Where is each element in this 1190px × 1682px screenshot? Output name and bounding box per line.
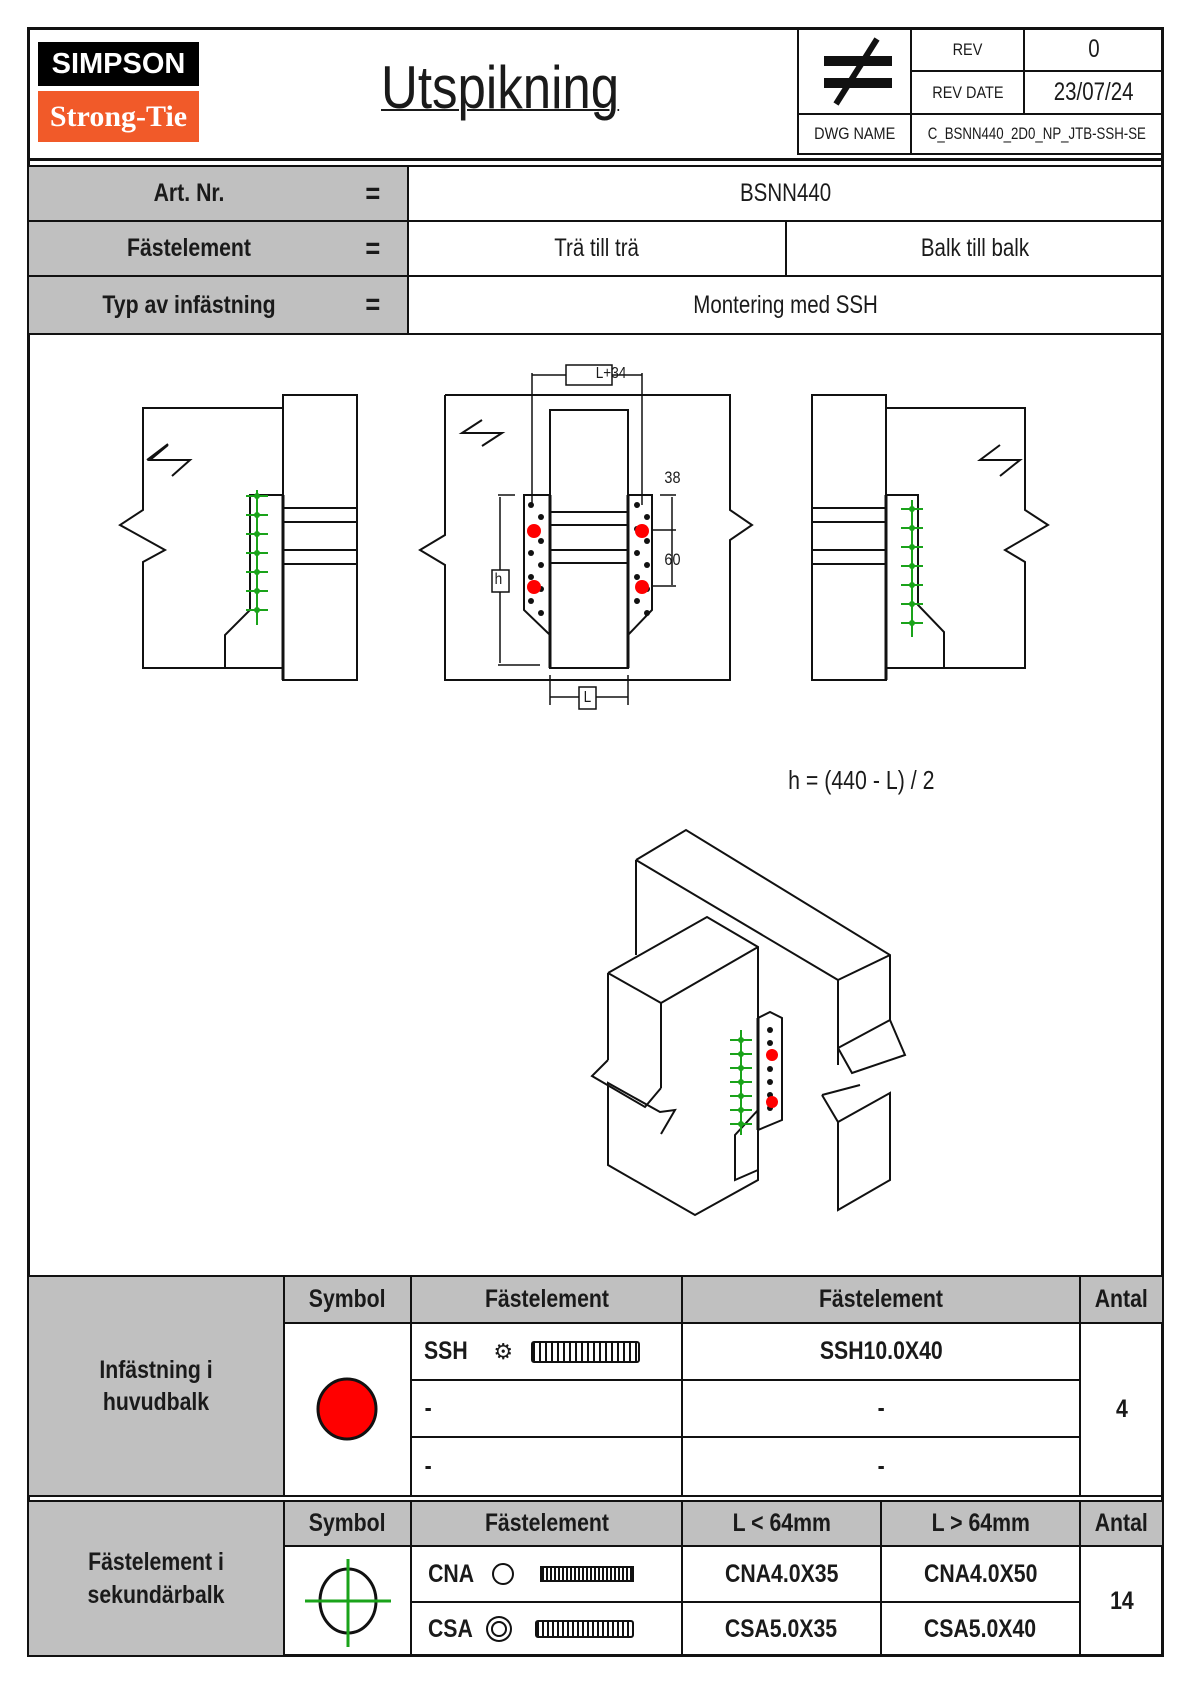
info-value-typ: Montering med SSH bbox=[407, 275, 1164, 335]
sec-row-1-short: CNA4.0X35 bbox=[681, 1545, 882, 1603]
main-row-1-spec: SSH10.0X40 bbox=[681, 1322, 1081, 1381]
main-row-3-spec: - bbox=[681, 1436, 1081, 1497]
screw-head-icon bbox=[490, 1621, 507, 1637]
sec-header-fastelement: Fästelement bbox=[410, 1500, 683, 1547]
main-row-2-spec: - bbox=[681, 1379, 1081, 1438]
dim-38: 38 bbox=[664, 468, 681, 487]
main-row-3-type: - bbox=[410, 1436, 683, 1497]
technical-drawing: L+34 h L 38 60 h = (440 - L) / 2 bbox=[27, 335, 1164, 1275]
dim-l: L bbox=[583, 689, 592, 706]
sec-row-2-long: CSA5.0X40 bbox=[880, 1601, 1081, 1657]
info-value-balk-till-balk: Balk till balk bbox=[785, 220, 1164, 277]
rev-date-label: REV DATE bbox=[910, 70, 1025, 115]
green-crosshair-symbol-icon bbox=[305, 1559, 391, 1647]
sec-symbol-cell bbox=[283, 1545, 412, 1657]
dwg-name-label: DWG NAME bbox=[797, 113, 912, 155]
main-beam-row-label: Infästning i huvudbalk bbox=[27, 1275, 285, 1497]
main-header-fastelement: Fästelement bbox=[410, 1275, 683, 1324]
info-label-fastelement: Fästelement = bbox=[27, 220, 409, 277]
info-value-tra-till-tra: Trä till trä bbox=[407, 220, 787, 277]
main-row-1-type: SSH ⚙ bbox=[410, 1322, 683, 1381]
equals-sign: = bbox=[365, 288, 381, 321]
page-title-text: Utspikning bbox=[380, 54, 620, 121]
ssh-screw-icon bbox=[531, 1340, 641, 1363]
main-header-symbol: Symbol bbox=[283, 1275, 412, 1324]
main-count: 4 bbox=[1079, 1322, 1164, 1497]
info-value-art-nr: BSNN440 bbox=[407, 165, 1164, 222]
cna-nail-icon bbox=[540, 1566, 635, 1582]
csa-screw-icon bbox=[534, 1620, 634, 1638]
info-label-art-nr: Art. Nr. = bbox=[27, 165, 409, 222]
main-header-fastelement-spec: Fästelement bbox=[681, 1275, 1081, 1324]
header-divider bbox=[27, 158, 1164, 162]
sec-row-1-type: CNA bbox=[410, 1545, 683, 1603]
equals-sign: = bbox=[365, 231, 381, 265]
sec-header-antal: Antal bbox=[1079, 1500, 1164, 1547]
main-row-2-type: - bbox=[410, 1379, 683, 1438]
revision-symbol-cell bbox=[797, 27, 912, 115]
dim-60: 60 bbox=[664, 550, 681, 569]
logo-simpson: SIMPSON bbox=[38, 42, 199, 86]
sec-header-short: L < 64mm bbox=[681, 1500, 882, 1547]
dim-l-plus-34: L+34 bbox=[595, 365, 627, 382]
simpson-logo: SIMPSON Strong-Tie bbox=[38, 42, 199, 142]
secondary-beam-row-label: Fästelement i sekundärbalk bbox=[27, 1500, 285, 1657]
sec-row-1-long: CNA4.0X50 bbox=[880, 1545, 1081, 1603]
not-equal-icon bbox=[824, 37, 892, 106]
isometric-view bbox=[590, 828, 907, 1217]
rev-label: REV bbox=[910, 27, 1025, 72]
side-view-right bbox=[811, 394, 1050, 681]
sec-row-2-short: CSA5.0X35 bbox=[681, 1601, 882, 1657]
hex-head-icon: ⚙ bbox=[493, 1338, 514, 1364]
dim-h: h bbox=[494, 571, 503, 588]
sec-row-2-type: CSA bbox=[410, 1601, 683, 1657]
sec-header-long: L > 64mm bbox=[880, 1500, 1081, 1547]
main-header-antal: Antal bbox=[1079, 1275, 1164, 1324]
info-label-typ: Typ av infästning = bbox=[27, 275, 409, 335]
sec-count: 14 bbox=[1079, 1545, 1164, 1657]
equals-sign: = bbox=[365, 176, 381, 210]
front-view bbox=[418, 364, 754, 710]
page-title: Utspikning bbox=[330, 50, 670, 125]
main-symbol-cell bbox=[283, 1322, 412, 1497]
sec-header-symbol: Symbol bbox=[283, 1500, 412, 1547]
dwg-name-value: C_BSNN440_2D0_NP_JTB-SSH-SE bbox=[910, 113, 1164, 155]
rev-value: 0 bbox=[1023, 27, 1164, 72]
rev-date-value: 23/07/24 bbox=[1023, 70, 1164, 115]
side-view-left bbox=[118, 394, 358, 681]
logo-strong-tie: Strong-Tie bbox=[38, 91, 199, 142]
height-formula: h = (440 - L) / 2 bbox=[788, 765, 935, 795]
red-dot-symbol-icon bbox=[316, 1377, 378, 1441]
nail-head-icon bbox=[492, 1563, 515, 1585]
